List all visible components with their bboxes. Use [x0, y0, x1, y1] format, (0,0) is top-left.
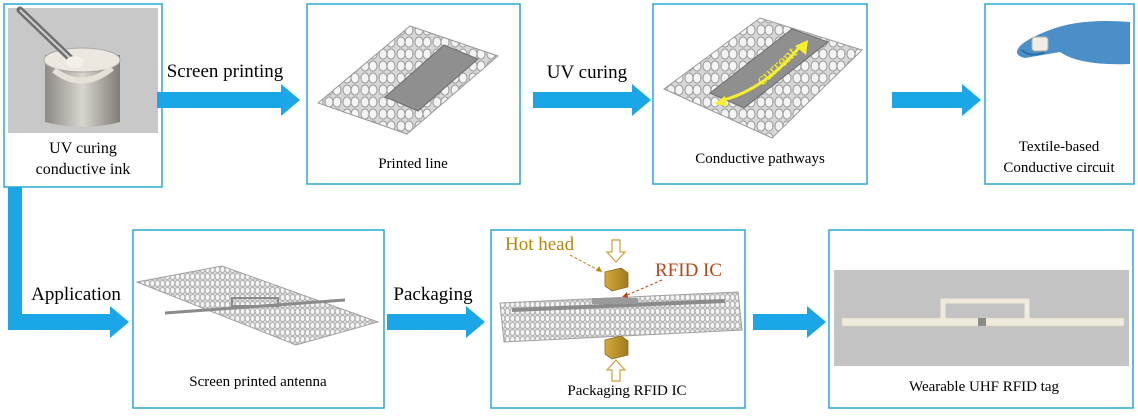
- gloved-hand-image: [1016, 21, 1130, 65]
- up-arrow-icon: [605, 359, 627, 382]
- arrow-packaging: Packaging: [387, 284, 485, 338]
- step-tag-label: Wearable UHF RFID tag: [909, 379, 1060, 395]
- step-ink-box: UV curing conductive ink: [3, 3, 163, 188]
- hot-head-label: Hot head: [505, 234, 575, 255]
- rfid-ic-label: RFID IC: [655, 260, 722, 281]
- step-circuit-label-line2: Conductive circuit: [1003, 160, 1115, 176]
- knit-fabric-image: [317, 25, 499, 135]
- step-antenna-label: Screen printed antenna: [189, 374, 327, 390]
- step-printed-line-box: Printed line: [306, 3, 521, 185]
- step-pathways-box: current Conductive pathways: [652, 3, 868, 185]
- antenna-fabric-image: [135, 265, 380, 346]
- step-ink-label-line2: conductive ink: [36, 161, 131, 178]
- step-tag-box: Wearable UHF RFID tag: [828, 229, 1134, 409]
- arrow-to-tag: [753, 306, 826, 338]
- step-circuit-label-line1: Textile-based: [1019, 139, 1100, 155]
- step-antenna-box: Screen printed antenna: [132, 229, 385, 409]
- arrow-packaging-label: Packaging: [393, 284, 473, 305]
- arrow-screen-printing-label: Screen printing: [167, 61, 284, 82]
- step-pathways-label: Conductive pathways: [695, 151, 825, 167]
- arrow-application-label: Application: [31, 284, 121, 305]
- packaging-fabric-image: Hot head RFID IC: [499, 234, 743, 382]
- step-circuit-box: Textile-based Conductive circuit: [984, 3, 1135, 185]
- step-ink-label-line1: UV curing: [49, 140, 117, 157]
- pathway-fabric-image: current: [663, 17, 863, 139]
- hot-head-top-icon: [604, 267, 629, 292]
- down-arrow-icon: [605, 239, 627, 263]
- arrow-to-circuit: [892, 84, 981, 116]
- hot-head-bottom-icon: [604, 335, 629, 360]
- beaker-image: [8, 6, 158, 133]
- step-packaging-label: Packaging RFID IC: [567, 383, 686, 399]
- arrow-screen-printing: Screen printing: [157, 61, 300, 116]
- arrow-uv-curing: UV curing: [533, 62, 651, 116]
- arrow-uv-curing-label: UV curing: [547, 62, 628, 83]
- step-printed-line-label: Printed line: [378, 156, 448, 172]
- arrow-application: Application: [8, 187, 129, 338]
- rfid-tag-photo: [834, 270, 1129, 366]
- step-packaging-box: Hot head RFID IC Packaging RFID IC: [490, 229, 746, 409]
